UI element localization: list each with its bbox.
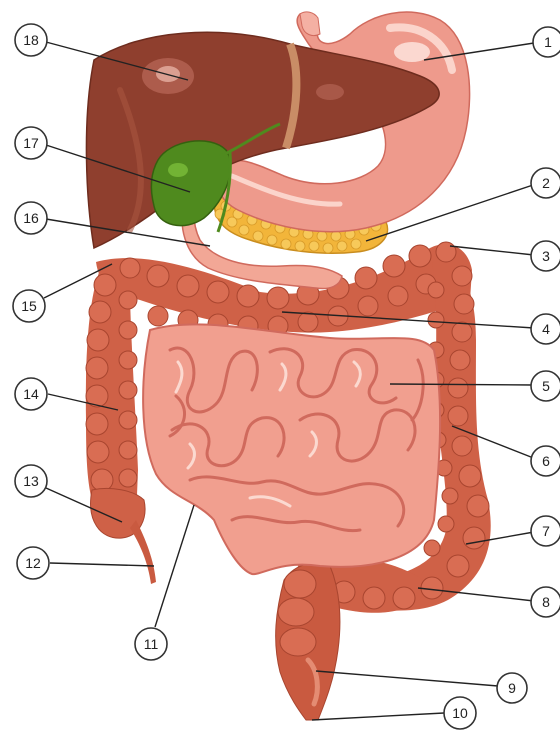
callout-6: 6 (531, 446, 560, 476)
callout-4: 4 (531, 314, 560, 344)
svg-text:8: 8 (542, 594, 550, 610)
callout-13: 13 (15, 465, 47, 497)
small-intestine (143, 324, 440, 574)
svg-text:3: 3 (542, 248, 550, 264)
svg-text:10: 10 (452, 705, 468, 721)
svg-text:15: 15 (21, 298, 37, 314)
svg-text:18: 18 (23, 32, 39, 48)
rectum (276, 563, 340, 720)
callout-3: 3 (531, 241, 560, 271)
leader-line-11 (155, 505, 194, 627)
svg-text:11: 11 (144, 636, 159, 652)
callout-10: 10 (444, 697, 476, 729)
leader-line-10 (312, 713, 444, 720)
callout-9: 9 (497, 673, 527, 703)
callout-14: 14 (15, 378, 47, 410)
svg-text:6: 6 (542, 453, 550, 469)
svg-text:17: 17 (23, 135, 39, 151)
leader-line-12 (50, 563, 154, 566)
svg-text:16: 16 (23, 210, 39, 226)
callout-15: 15 (13, 290, 45, 322)
leader-line-9 (316, 671, 498, 686)
callout-12: 12 (17, 547, 49, 579)
svg-text:9: 9 (508, 680, 516, 696)
svg-text:1: 1 (544, 34, 552, 50)
callout-17: 17 (15, 127, 47, 159)
callout-18: 18 (15, 24, 47, 56)
callout-7: 7 (531, 516, 560, 546)
appendix (130, 520, 156, 584)
svg-text:12: 12 (25, 555, 41, 571)
svg-text:5: 5 (542, 378, 550, 394)
svg-text:14: 14 (23, 386, 39, 402)
callout-11: 11 (135, 628, 167, 660)
callout-1: 1 (533, 27, 560, 57)
svg-text:13: 13 (23, 473, 39, 489)
callout-5: 5 (531, 371, 560, 401)
callout-16: 16 (15, 202, 47, 234)
leader-line-5 (390, 384, 534, 385)
svg-text:4: 4 (542, 321, 550, 337)
callout-2: 2 (531, 168, 560, 198)
callout-8: 8 (531, 587, 560, 617)
svg-text:7: 7 (542, 523, 550, 539)
svg-text:2: 2 (542, 175, 550, 191)
